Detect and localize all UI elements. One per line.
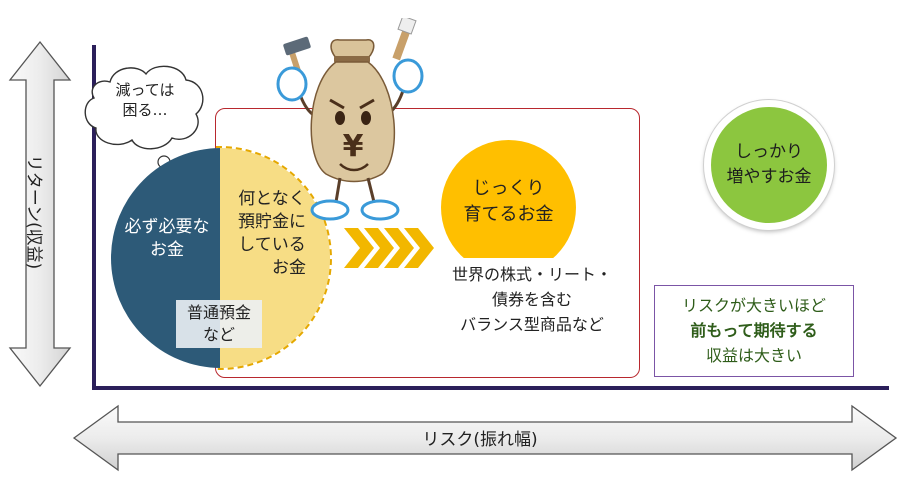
chevron-arrows-icon xyxy=(344,228,434,268)
thought-bubble-text: 減っては 困る… xyxy=(115,81,175,119)
svg-text:¥: ¥ xyxy=(343,129,364,164)
essential-money-label: 必ず必要な お金 xyxy=(124,217,210,260)
y-axis-arrow xyxy=(8,40,72,388)
ordinary-deposit-note-box xyxy=(176,300,262,348)
growth-money-label: しっかり 増やすお金 xyxy=(726,142,812,187)
risk-note-box xyxy=(654,285,854,377)
growth-money-circle xyxy=(704,100,834,230)
x-axis-arrow xyxy=(72,404,898,472)
x-axis-label: リスク(振れ幅) xyxy=(422,430,538,450)
vertical-axis-line xyxy=(92,45,96,390)
money-bag-mascot-icon: ¥ xyxy=(276,18,424,221)
ordinary-deposit-note: 普通預金 など xyxy=(186,303,251,344)
long-term-money-label: じっくり 育てるお金 xyxy=(463,178,554,225)
y-axis-label: リターン(収益) xyxy=(23,154,44,270)
balanced-products-note-box xyxy=(440,258,626,340)
long-term-money-circle xyxy=(441,140,576,275)
balanced-products-note: 世界の株式・リート・ 債券を含む バランス型商品など xyxy=(451,265,612,334)
horizontal-axis-line xyxy=(92,386,889,390)
risk-note: リスクが大きいほど 前もって期待する 収益は大きい xyxy=(681,296,826,365)
idle-savings-label: 何となく 預貯金に している お金 xyxy=(238,189,306,278)
